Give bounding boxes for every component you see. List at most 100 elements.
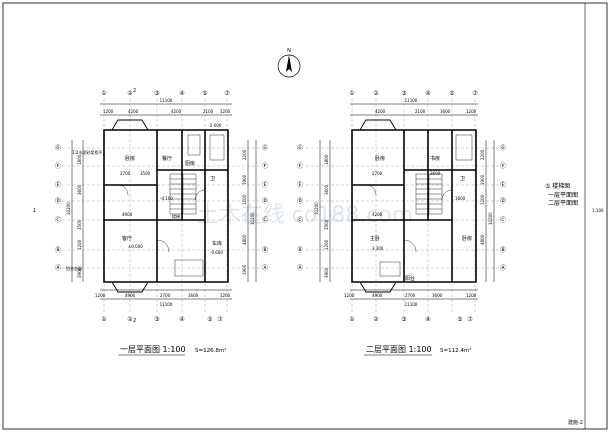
- p2-right-dim-4: 4800: [480, 234, 485, 245]
- p2-bottom-dim-3: 2700: [405, 293, 416, 298]
- p1-top-dim-2: 4200: [128, 109, 139, 114]
- p2-right-axis-a: Ⓐ: [500, 264, 506, 272]
- p1-top-dim-1: 1200: [103, 109, 114, 114]
- p1-left-axis-g: Ⓖ: [55, 144, 61, 152]
- p1-note-6: -0.100: [160, 196, 173, 201]
- p2-bottom-axis-1: ①: [349, 316, 354, 323]
- p1-note-4: ±0.000: [128, 244, 143, 249]
- p2-top-dim-2: 2100: [415, 109, 426, 114]
- p2-top-axis-3: ③: [401, 90, 406, 97]
- p2-room-master: 主卧: [370, 235, 380, 242]
- p2-room-study: 书房: [430, 155, 440, 162]
- p1-right-axes: Ⓖ Ⓕ Ⓔ Ⓓ Ⓒ Ⓑ Ⓐ: [262, 144, 268, 272]
- p1-bottom-dim-3: 2700: [160, 293, 171, 298]
- p2-note-3: 3600: [430, 171, 441, 176]
- p1-note-1: 2700: [120, 171, 131, 176]
- p1-room-living: 客厅: [122, 235, 132, 242]
- p1-top-axis-4: ④: [179, 90, 184, 97]
- legend-item-1: ⑤ 楼梯图: [545, 182, 570, 190]
- sheet-label: 建施-2: [568, 419, 583, 426]
- p2-top-axes: ① ② ③ ④ ⑤ ⑦: [349, 90, 478, 97]
- p2-left-axes: Ⓖ Ⓕ Ⓔ Ⓓ Ⓒ Ⓑ Ⓐ: [297, 144, 303, 272]
- p2-right-axis-c: Ⓒ: [500, 216, 506, 224]
- p2-bottom-axis-4: ④: [425, 316, 430, 323]
- p1-left-dim-4: 1200: [77, 239, 82, 250]
- p1-room-kitchen: 厨房: [185, 160, 195, 167]
- legend-scale: 1:100: [592, 208, 604, 213]
- p1-room-wc: 卫: [210, 176, 215, 182]
- p2-room-wc: 卫: [460, 176, 465, 182]
- p2-title: 二层平面图 1:100: [366, 345, 432, 354]
- p1-right-dim-1: 2200: [242, 149, 247, 160]
- p2-room-bedroom-2: 卧房: [462, 235, 472, 242]
- p1-right-dim-2: 1900: [242, 174, 247, 185]
- p1-right-dim-4: 4800: [242, 234, 247, 245]
- p2-bottom-dim-5: 1200: [466, 293, 477, 298]
- p1-room-dining: 餐厅: [162, 155, 172, 162]
- p2-right-dim-1: 2200: [480, 149, 485, 160]
- p2-left-total: 10200: [314, 202, 319, 215]
- p1-room-bedroom: 卧房: [125, 155, 135, 162]
- p2-note-5: 4200: [372, 212, 383, 217]
- p1-right-axis-g: Ⓖ: [262, 144, 268, 152]
- p2-top-dim-4: 1200: [466, 109, 477, 114]
- p1-top-total: 11100: [160, 98, 173, 103]
- p2-left-axis-g: Ⓖ: [297, 144, 303, 152]
- p1-top-dim-5: 1200: [220, 109, 231, 114]
- p2-bottom-dim-2: 4900: [372, 293, 383, 298]
- p2-right-dim-3: 1200: [480, 194, 485, 205]
- p2-left-axis-c: Ⓒ: [297, 216, 303, 224]
- p2-top-axis-2: ②: [373, 90, 379, 97]
- p1-right-total: 10200: [250, 212, 255, 225]
- p1-right-axis-d: Ⓓ: [262, 197, 268, 205]
- p1-note-2: 3500: [140, 171, 151, 176]
- plan-2: 11100 4200 2100 3600 1200 ① ② ③ ④ ⑤ ⑦ Ⓖ …: [297, 90, 506, 356]
- p1-bay-window-top: [111, 119, 149, 131]
- p2-bottom-axis-2: ②: [373, 316, 379, 323]
- p2-room-bedroom-1: 卧房: [375, 155, 385, 162]
- p1-bay-window-bottom: [111, 281, 149, 293]
- p2-right-dim-2: 1900: [480, 174, 485, 185]
- p1-stair: [169, 173, 197, 215]
- p1-room-garage: 车库: [212, 240, 222, 247]
- p2-bottom-axis-5: ⑤: [457, 316, 462, 323]
- p1-section-mark-bottom: 2: [133, 318, 136, 324]
- p1-right-axis-e: Ⓔ: [262, 181, 268, 189]
- p2-left-axis-d: Ⓓ: [297, 197, 303, 205]
- p1-room-stair: 楼梯: [172, 213, 180, 219]
- p2-walls: [351, 129, 477, 283]
- north-arrow: N: [277, 48, 301, 78]
- p2-right-axes: Ⓖ Ⓕ Ⓔ Ⓓ Ⓒ Ⓑ Ⓐ: [500, 144, 506, 272]
- p2-left-dim-3: 3500: [324, 219, 329, 230]
- p1-section-mark-top: 2: [133, 88, 136, 94]
- p1-left-axis-b: Ⓑ: [55, 246, 61, 254]
- p2-left-axis-f: Ⓕ: [297, 162, 303, 170]
- p2-right-axis-d: Ⓓ: [500, 197, 506, 205]
- p1-top-axis-5: ⑤: [202, 90, 207, 97]
- p1-right-axis-c: Ⓒ: [262, 216, 268, 224]
- p2-top-axis-1: ①: [349, 90, 354, 97]
- p1-walls: [103, 129, 229, 283]
- p1-right-axis-b: Ⓑ: [262, 246, 268, 254]
- p1-bottom-dim-4: 3600: [188, 293, 199, 298]
- p1-left-dim-5: 3900: [77, 267, 82, 278]
- p1-area: S=126.8m²: [195, 347, 226, 354]
- p1-bottom-axis-7: ⑦: [217, 316, 223, 323]
- p1-bottom-dim-2: 4900: [125, 293, 136, 298]
- p2-left-dim-4: 1200: [324, 239, 329, 250]
- legend-item-3: 二层平面图: [548, 200, 578, 207]
- p1-left-dim-1: 1800: [77, 154, 82, 165]
- p1-bottom-dim-1: 1200: [95, 293, 106, 298]
- p1-right-dim-5: 1900: [242, 264, 247, 275]
- p1-left-axis-e: Ⓔ: [55, 181, 61, 189]
- p2-top-dim-1: 4200: [375, 109, 386, 114]
- p2-room-balcony: 阳台: [405, 275, 415, 282]
- p1-side-mark-left: 1: [33, 208, 36, 214]
- p1-left-dim-3: 3500: [77, 219, 82, 230]
- p1-left-total: 10200: [66, 202, 71, 215]
- p1-bottom-axis-5: ⑤: [207, 316, 212, 323]
- p2-top-axis-5: ⑤: [449, 90, 454, 97]
- p1-top-axis-2: ②: [127, 90, 133, 97]
- p2-left-dim-2: 3600: [324, 184, 329, 195]
